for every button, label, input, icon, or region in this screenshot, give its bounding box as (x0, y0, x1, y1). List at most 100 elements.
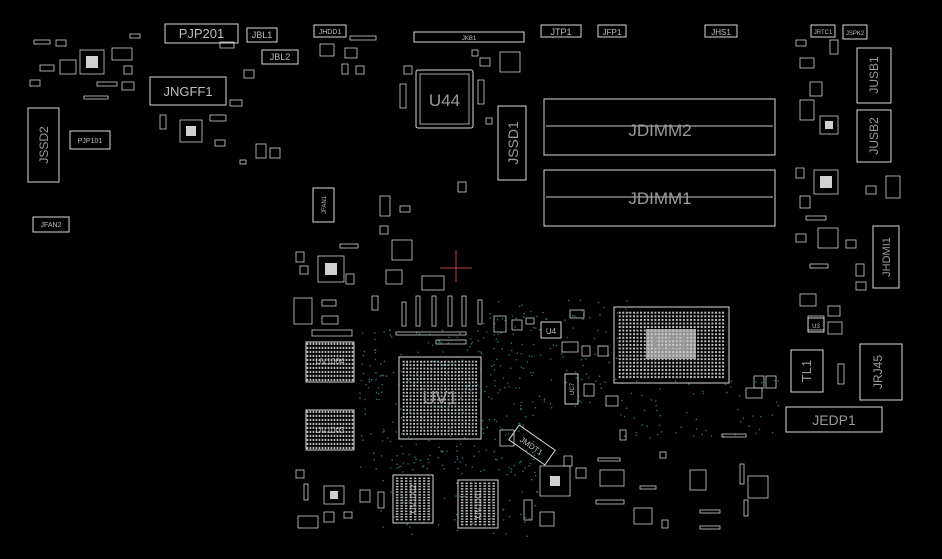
ball-pad (339, 342, 342, 345)
ball-pad (629, 340, 632, 343)
pjp201-connector[interactable]: PJP201 (164, 23, 239, 44)
ball-pad (618, 361, 621, 364)
jssd2-connector[interactable]: JSSD2 (27, 107, 60, 183)
ball-pad (718, 343, 721, 346)
ball-pad (647, 315, 650, 318)
ball-pad (492, 510, 495, 512)
ball-pad (426, 419, 429, 422)
via (550, 406, 553, 409)
ball-pad (420, 433, 422, 436)
u44-chip[interactable]: U44 (415, 69, 474, 129)
ball-pad (315, 434, 318, 437)
jfan2-connector[interactable]: JFAN2 (32, 216, 70, 233)
ball-pad (625, 329, 628, 332)
ball-pad (342, 422, 345, 425)
ball-pad (409, 429, 412, 432)
uv1002-memory[interactable]: UV1002 (392, 474, 434, 524)
jbl1-connector[interactable]: JBL1 (246, 27, 278, 43)
jssd1-connector[interactable]: JSSD1 (497, 105, 527, 181)
ball-pad (430, 371, 433, 373)
ball-pad (672, 358, 675, 361)
via (515, 387, 517, 389)
ball-pad (715, 376, 717, 379)
ball-pad (661, 311, 664, 314)
jdimm2-slot[interactable]: JDIMM2 (543, 98, 776, 156)
jedp1-connector[interactable]: JEDP1 (785, 406, 883, 433)
ball-pad (454, 388, 457, 391)
ball-pad (474, 488, 477, 490)
ball-pad (461, 409, 464, 411)
u4-chip[interactable]: U4 (540, 321, 562, 339)
via (533, 441, 535, 443)
uv1-gpu[interactable]: UV1 (398, 356, 482, 440)
uv1003-memory[interactable]: UV1003 (305, 409, 355, 451)
pjp101-connector[interactable]: PJP101 (69, 130, 111, 150)
ball-pad (718, 322, 721, 325)
u3-chip[interactable]: U3 (807, 317, 825, 333)
via (625, 407, 628, 410)
ball-pad (406, 384, 408, 387)
ball-pad (427, 494, 430, 496)
jfp1-connector[interactable]: JFP1 (597, 24, 627, 38)
ball-pad (622, 372, 625, 375)
ball-pad (471, 409, 474, 411)
via (493, 450, 496, 453)
jusb2-port[interactable]: JUSB2 (856, 109, 892, 163)
ball-pad (413, 367, 415, 370)
ball-pad (625, 358, 628, 361)
uc7-chip[interactable]: UC7 (564, 373, 579, 405)
via (615, 357, 618, 360)
jhdd1-connector[interactable]: JHDD1 (313, 24, 347, 38)
jbl2-connector[interactable]: JBL2 (261, 49, 299, 65)
jbl2-label: JBL2 (270, 52, 291, 62)
ball-pad (416, 381, 419, 384)
ball-pad (465, 488, 468, 490)
jhs1-connector[interactable]: JHS1 (704, 24, 738, 38)
uv1004-memory[interactable]: UV1004 (305, 341, 355, 383)
via (455, 445, 458, 448)
jssd2-label: JSSD2 (37, 126, 51, 164)
jdimm1-slot[interactable]: JDIMM1 (543, 169, 776, 227)
ball-pad (433, 412, 436, 415)
ball-pad (460, 521, 464, 523)
tl1-transformer[interactable]: TL1 (790, 349, 824, 393)
ball-pad (700, 311, 703, 314)
jhdmi1-port[interactable]: JHDMI1 (872, 225, 900, 289)
ball-pad (348, 370, 351, 373)
jhdd1-label: JHDD1 (319, 29, 342, 36)
ball-pad (418, 513, 421, 515)
jrtc1-connector[interactable]: JRTC1 (810, 24, 836, 38)
ball-pad (306, 434, 309, 437)
ball-pad (312, 418, 315, 421)
ball-pad (454, 374, 457, 377)
ball-pad (697, 318, 700, 321)
jtp1-connector[interactable]: JTP1 (540, 24, 582, 38)
uc1-cpu[interactable]: UC1 (613, 306, 730, 384)
jngff1-connector[interactable]: JNGFF1 (149, 76, 227, 106)
jfan1-connector[interactable]: JFAN1 (312, 187, 335, 223)
ball-pad (433, 374, 436, 377)
ball-pad (342, 442, 345, 445)
jrj45-port[interactable]: JRJ45 (859, 343, 903, 401)
ball-pad (312, 374, 315, 377)
jkb1-connector[interactable]: JKB1 (413, 31, 525, 43)
jspk2-connector[interactable]: JSPK2 (842, 24, 868, 40)
ball-pad (327, 362, 330, 365)
ball-pad (633, 311, 635, 314)
ball-pad (690, 322, 692, 325)
ball-pad (321, 438, 324, 441)
via (469, 345, 471, 348)
ball-pad (461, 429, 464, 432)
ball-pad (715, 372, 717, 375)
via (373, 349, 376, 351)
ball-pad (333, 442, 336, 445)
ball-pad (715, 358, 717, 361)
via (595, 380, 597, 382)
ball-pad (622, 376, 625, 379)
ball-pad (471, 416, 474, 418)
uv1001-memory[interactable]: UV1001 (457, 479, 499, 529)
jusb1-port[interactable]: JUSB1 (856, 47, 892, 104)
ball-pad (423, 388, 426, 391)
ball-pad (420, 360, 422, 363)
